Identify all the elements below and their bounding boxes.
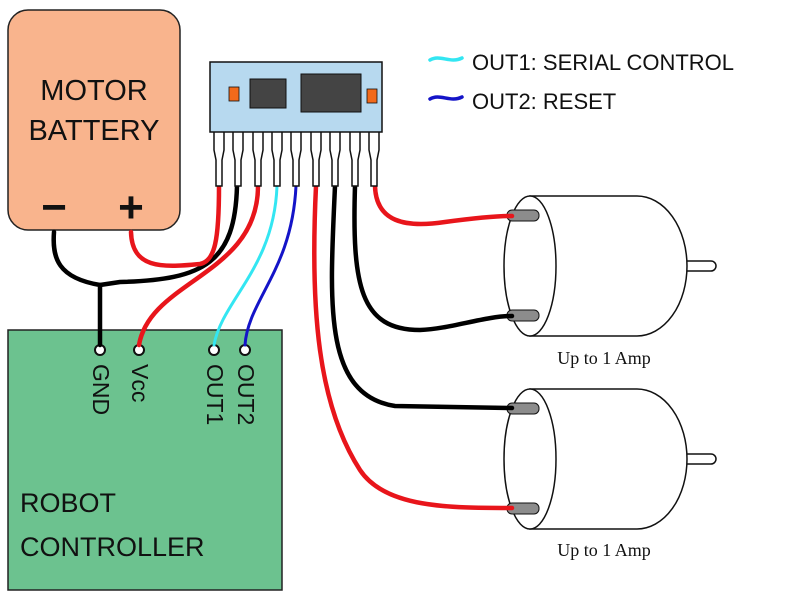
legend-out1-text: OUT1: SERIAL CONTROL [472, 50, 734, 75]
chip-pins [213, 129, 380, 187]
controller-label-line1: ROBOT [20, 488, 116, 518]
vcc-pin-label: Vcc [127, 364, 153, 402]
battery-label-line2: BATTERY [28, 115, 159, 147]
wire-out1 [212, 184, 279, 347]
out2-pin [239, 344, 251, 356]
motor-2-body [529, 388, 688, 530]
chip-led-right [366, 88, 378, 104]
robot-controller: ROBOT CONTROLLER GND Vcc OUT1 OUT2 [7, 329, 283, 591]
motor-1-body [529, 195, 688, 337]
motor-1-face [503, 195, 557, 337]
legend: OUT1: SERIAL CONTROL OUT2: RESET [428, 50, 734, 114]
controller-label-line2: CONTROLLER [20, 532, 205, 562]
wire-out2 [243, 184, 298, 347]
motor-2-face [503, 388, 557, 530]
chip-ic-small [249, 78, 287, 109]
wire-battery-negative-to-gnd [51, 229, 103, 348]
motor-driver-chip [209, 61, 383, 187]
motor-2-caption: Up to 1 Amp [557, 540, 651, 560]
wire-battery-positive [128, 183, 222, 268]
motor-1-caption: Up to 1 Amp [557, 348, 651, 368]
legend-out1-swatch [428, 56, 464, 62]
wire-vcc [136, 183, 261, 348]
wire-motor-2-red [312, 183, 515, 511]
wires [51, 183, 515, 511]
motor-2: Up to 1 Amp [503, 388, 717, 560]
motor-battery: MOTOR BATTERY − + [7, 9, 181, 232]
battery-plus-terminal: + [118, 183, 144, 232]
battery-label-line1: MOTOR [40, 75, 147, 107]
wire-motor-1-black [352, 183, 515, 333]
chip-led-left [228, 86, 240, 102]
wire-chip-ground [97, 183, 240, 288]
gnd-pin-label: GND [88, 364, 114, 415]
battery-minus-terminal: − [41, 183, 67, 232]
legend-out2-text: OUT2: RESET [472, 89, 616, 114]
out1-pin-label: OUT1 [202, 364, 228, 425]
out2-pin-label: OUT2 [233, 364, 259, 425]
wire-motor-2-black [329, 183, 515, 411]
legend-out2-swatch [428, 95, 464, 101]
wire-motor-1-red [372, 183, 515, 227]
motor-1: Up to 1 Amp [503, 195, 717, 368]
chip-ic-large [300, 73, 362, 113]
